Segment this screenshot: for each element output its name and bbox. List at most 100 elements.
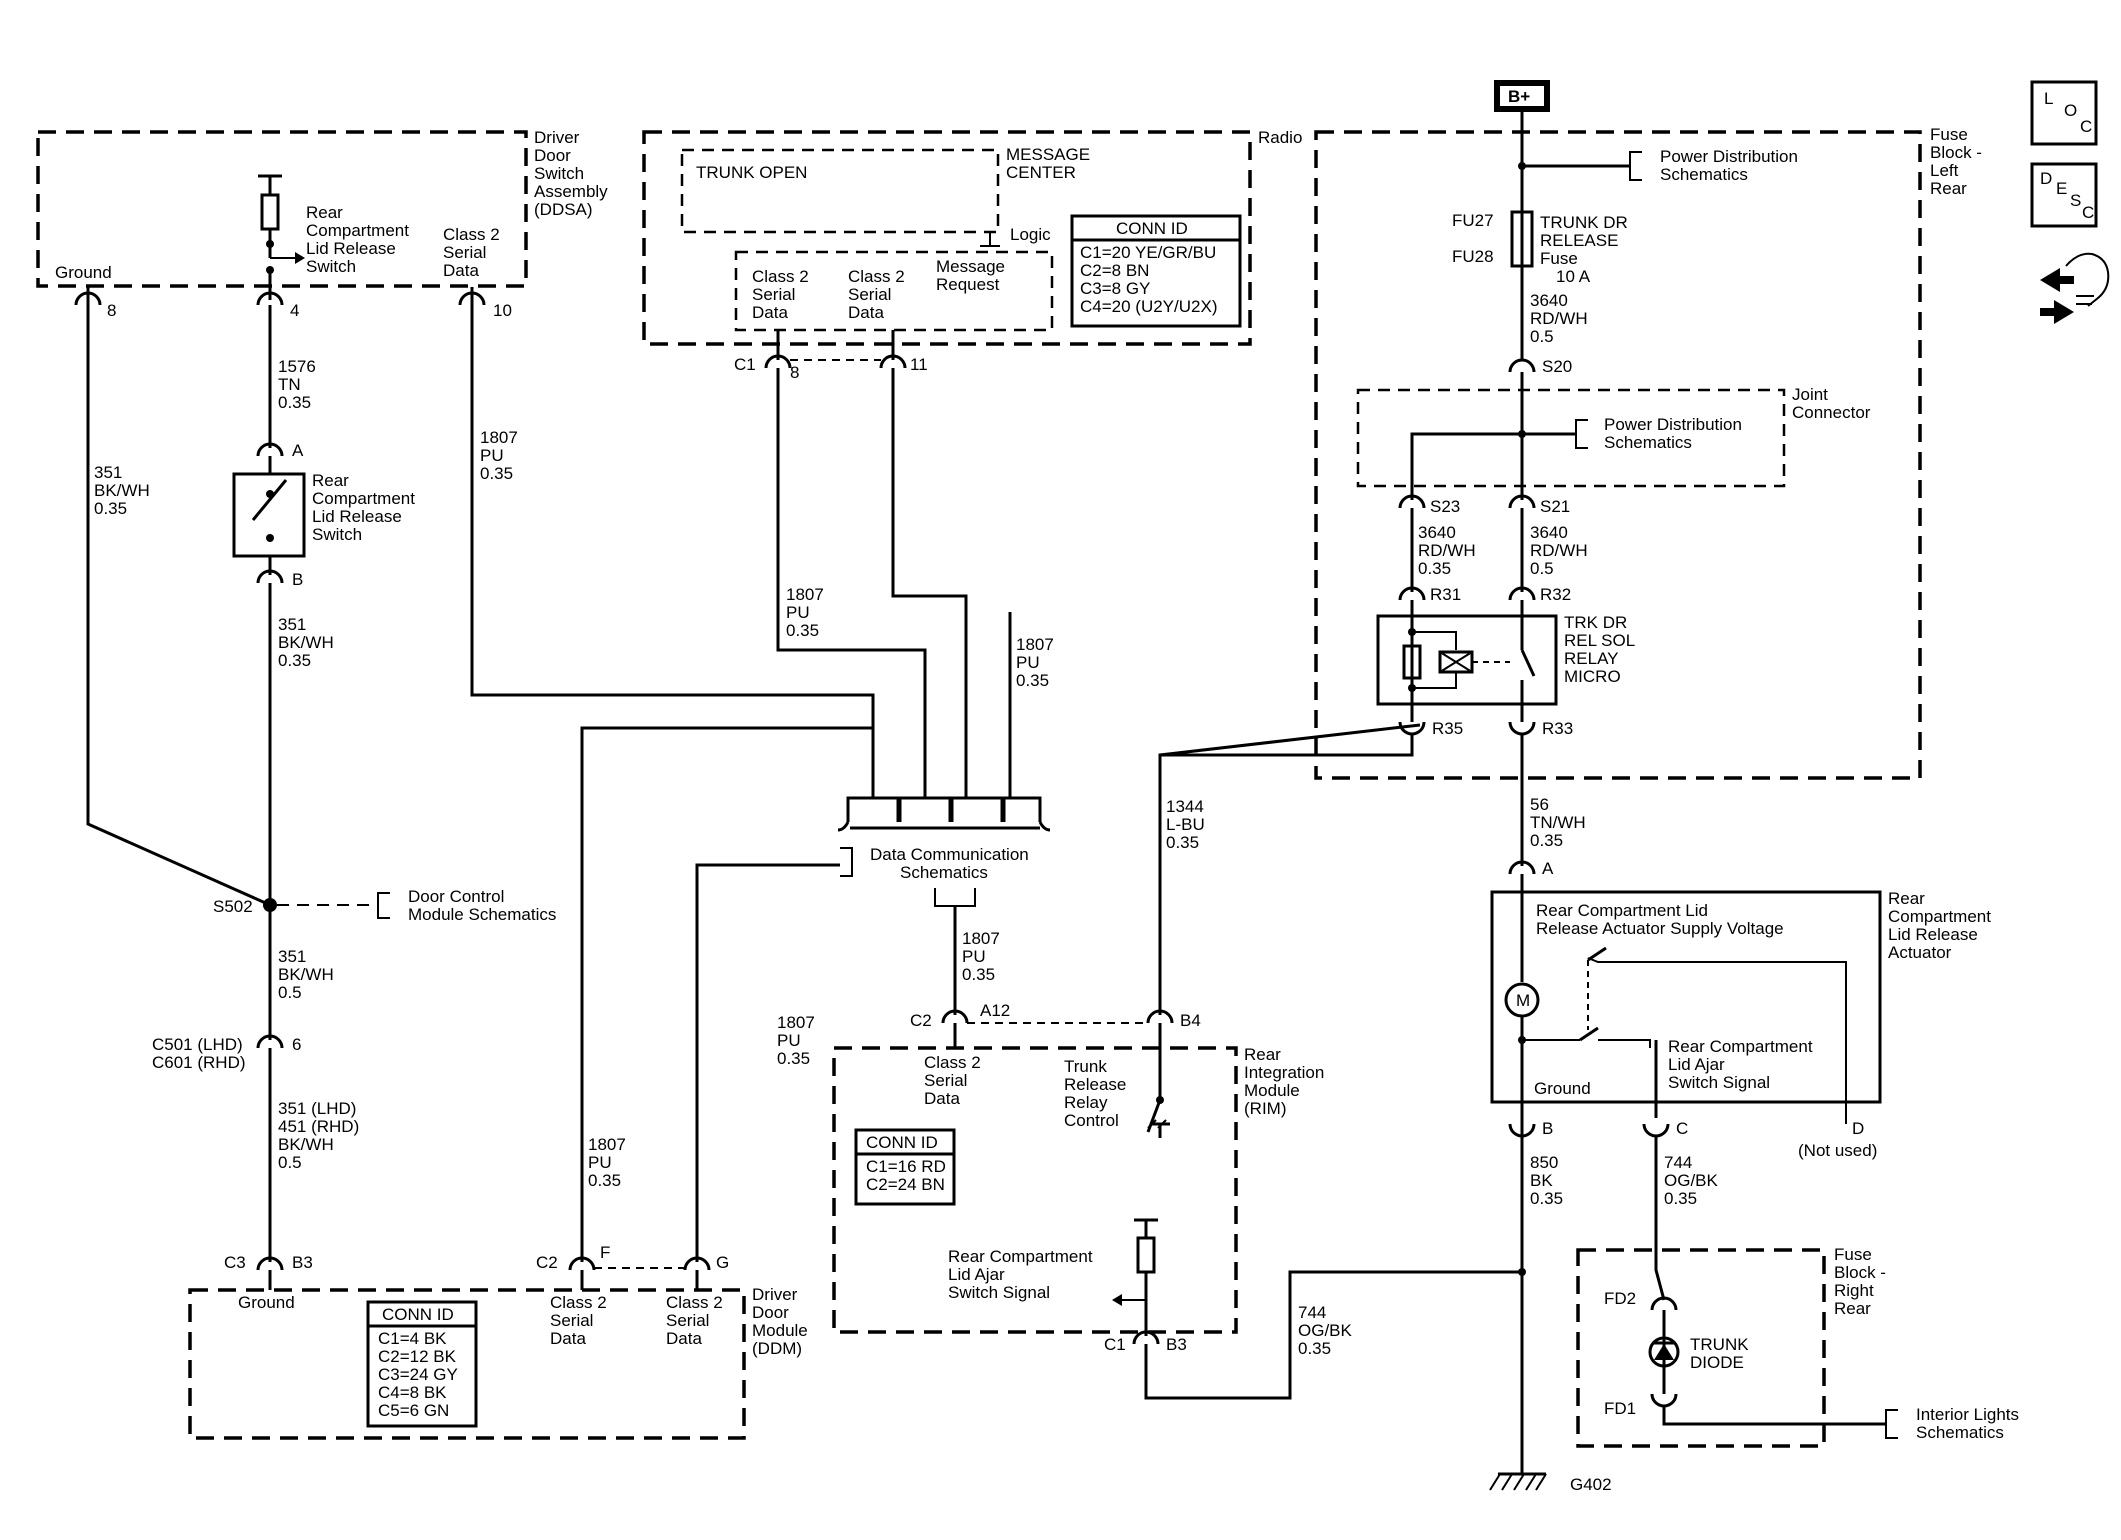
middle-wires: 1807 PU 0.35 1807 PU 0.35 Data Communica…	[776, 368, 1421, 1015]
svg-text:C: C	[2082, 203, 2094, 222]
wire-3640-b: 3640 RD/WH 0.35	[1418, 523, 1480, 578]
rim-b4: B4	[1180, 1011, 1201, 1030]
rim-module: Rear Integration Module (RIM) C2 A12 B4 …	[832, 1001, 1522, 1400]
data-comm-connector	[837, 796, 1051, 832]
splice-s23: S23	[1430, 497, 1460, 516]
ddm-conn-id-box	[366, 1300, 478, 1428]
wire-3640-c: 3640 RD/WH 0.5	[1530, 523, 1592, 578]
wire-1344: 1344 L-BU 0.35	[1166, 797, 1209, 852]
fuse-block-left-rear: Fuse Block - Left Rear B+ Power Distribu…	[1160, 80, 1987, 780]
ddsa-pin-8: 8	[107, 301, 116, 320]
ddm-b3: B3	[292, 1253, 313, 1272]
desc-icon[interactable]: D E S C	[2030, 162, 2098, 228]
radio-class2-a: Class 2 Serial Data	[752, 267, 813, 322]
actuator-pin-d: D	[1852, 1119, 1864, 1138]
left-wires: 351 BK/WH 0.35 1576 TN 0.35 A B Rear Com…	[86, 305, 875, 1262]
actuator-ajar-label: Rear Compartment Lid Ajar Switch Signal	[1668, 1037, 1817, 1092]
rim-c1: C1	[1104, 1335, 1126, 1354]
actuator-pin-a: A	[1542, 859, 1554, 878]
loc-icon[interactable]: L O C	[2030, 80, 2098, 146]
wire-351-c: 351 BK/WH 0.5	[278, 947, 338, 1002]
wire-1807-c: 1807 PU 0.35	[1016, 635, 1059, 690]
connector-view-icon[interactable]	[2040, 252, 2110, 324]
actuator-pin-c: C	[1676, 1119, 1688, 1138]
message-request-label: Message Request	[936, 257, 1010, 294]
svg-text:S: S	[2070, 191, 2081, 210]
joint-connector-label: Joint Connector	[1792, 385, 1871, 422]
connector-c501-pin: 6	[292, 1035, 301, 1054]
ddm-label: Driver Door Module (DDM)	[752, 1285, 813, 1358]
wire-1807-e: 1807 PU 0.35	[777, 1013, 820, 1068]
wire-850: 850 BK 0.35	[1530, 1153, 1563, 1208]
ddm-class2-b: Class 2 Serial Data	[666, 1293, 727, 1348]
ddsa-switch-label: Rear Compartment Lid Release Switch	[306, 203, 414, 276]
pin-r35: R35	[1432, 719, 1463, 738]
rear-switch-pin-a: A	[292, 441, 304, 460]
pin-r32: R32	[1540, 585, 1571, 604]
wire-351-d: 351 (LHD) 451 (RHD) BK/WH 0.5	[278, 1099, 364, 1172]
message-center-label: MESSAGE CENTER	[1006, 145, 1095, 182]
fuse-block-right-rear: Fuse Block - Right Rear FD2 TRUNK DIODE …	[1576, 1245, 2024, 1448]
rim-conn-title: CONN ID	[866, 1133, 938, 1152]
actuator-label: Rear Compartment Lid Release Actuator	[1888, 889, 1996, 962]
ddm-pin-f: F	[600, 1243, 610, 1262]
ddsa-ground-label: Ground	[55, 263, 112, 282]
pin-r33: R33	[1542, 719, 1573, 738]
wire-744-rim: 744 OG/BK 0.35	[1298, 1303, 1357, 1358]
ground-g402: G402	[1570, 1475, 1612, 1494]
ddsa-box	[36, 130, 528, 288]
rim-conn-list: C1=16 RD C2=24 BN	[866, 1157, 951, 1194]
rim-a12: A12	[980, 1001, 1010, 1020]
rim-ajar-label: Rear Compartment Lid Ajar Switch Signal	[948, 1247, 1097, 1302]
connector-c501-label: C501 (LHD) C601 (RHD)	[152, 1035, 247, 1072]
ddm-ground-label: Ground	[238, 1293, 295, 1312]
actuator-ground-label: Ground	[1534, 1079, 1591, 1098]
radio-pin-11: 11	[910, 355, 928, 374]
wire-1807-b: 1807 PU 0.35	[786, 585, 829, 640]
svg-text:L: L	[2044, 89, 2053, 108]
pin-r31: R31	[1430, 585, 1461, 604]
splice-s502-label: S502	[213, 897, 253, 916]
splice-s21: S21	[1540, 497, 1570, 516]
radio-class2-b: Class 2 Serial Data	[848, 267, 909, 322]
fuse-block-lr-label: Fuse Block - Left Rear	[1930, 125, 1987, 198]
ddm-conn-list: C1=4 BK C2=12 BK C3=24 GY C4=8 BK C5=6 G…	[378, 1329, 462, 1420]
ddm-c3: C3	[224, 1253, 246, 1272]
radio-c1: C1	[734, 355, 756, 374]
actuator-supply-label: Rear Compartment Lid Release Actuator Su…	[1536, 901, 1784, 938]
bplus-label: B+	[1508, 87, 1530, 106]
ddm-c2: C2	[536, 1253, 558, 1272]
fuse-block-lr-box	[1314, 130, 1922, 780]
actuator-module: 56 TN/WH 0.35 A Rear Compartment Lid Rel…	[1489, 734, 1996, 1494]
wire-1807-d: 1807 PU 0.35	[588, 1135, 631, 1190]
wire-744-actuator: 744 OG/BK 0.35	[1664, 1153, 1723, 1208]
wire-351-b: 351 BK/WH 0.35	[278, 615, 338, 670]
interior-lights-link[interactable]: Interior Lights Schematics	[1916, 1405, 2024, 1442]
relay-label: TRK DR REL SOL RELAY MICRO	[1564, 613, 1639, 686]
logic-label: Logic	[1010, 225, 1051, 244]
rear-switch-label: Rear Compartment Lid Release Switch	[312, 471, 420, 544]
ddm-conn-title: CONN ID	[382, 1305, 454, 1324]
svg-text:D: D	[2040, 169, 2052, 188]
rim-box	[832, 1046, 1238, 1334]
rim-b3: B3	[1166, 1335, 1187, 1354]
power-dist-link-2[interactable]: Power Distribution Schematics	[1604, 415, 1747, 452]
radio-conn-list: C1=20 YE/GR/BU C2=8 BN C3=8 GY C4=20 (U2…	[1080, 243, 1221, 316]
door-control-link[interactable]: Door Control Module Schematics	[408, 887, 556, 924]
wire-351-a: 351 BK/WH 0.35	[94, 463, 154, 518]
svg-text:E: E	[2056, 179, 2067, 198]
rim-c2: C2	[910, 1011, 932, 1030]
power-dist-link-1[interactable]: Power Distribution Schematics	[1660, 147, 1803, 184]
wire-1807-f: 1807 PU 0.35	[962, 929, 1005, 984]
motor-label: M	[1516, 991, 1530, 1010]
data-comm-link[interactable]: Data Communication Schematics	[870, 845, 1033, 882]
radio-conn-id-box	[1070, 214, 1242, 328]
fuse-fu27: FU27	[1452, 211, 1494, 230]
ddm-pin-g: G	[716, 1253, 729, 1272]
splice-s20: S20	[1542, 357, 1572, 376]
trunk-open-text: TRUNK OPEN	[696, 163, 807, 182]
radio-module: Radio TRUNK OPEN MESSAGE CENTER Logic Cl…	[642, 128, 1302, 382]
diode-icon	[1648, 1336, 1680, 1368]
wire-1807-a: 1807 PU 0.35	[480, 428, 523, 483]
